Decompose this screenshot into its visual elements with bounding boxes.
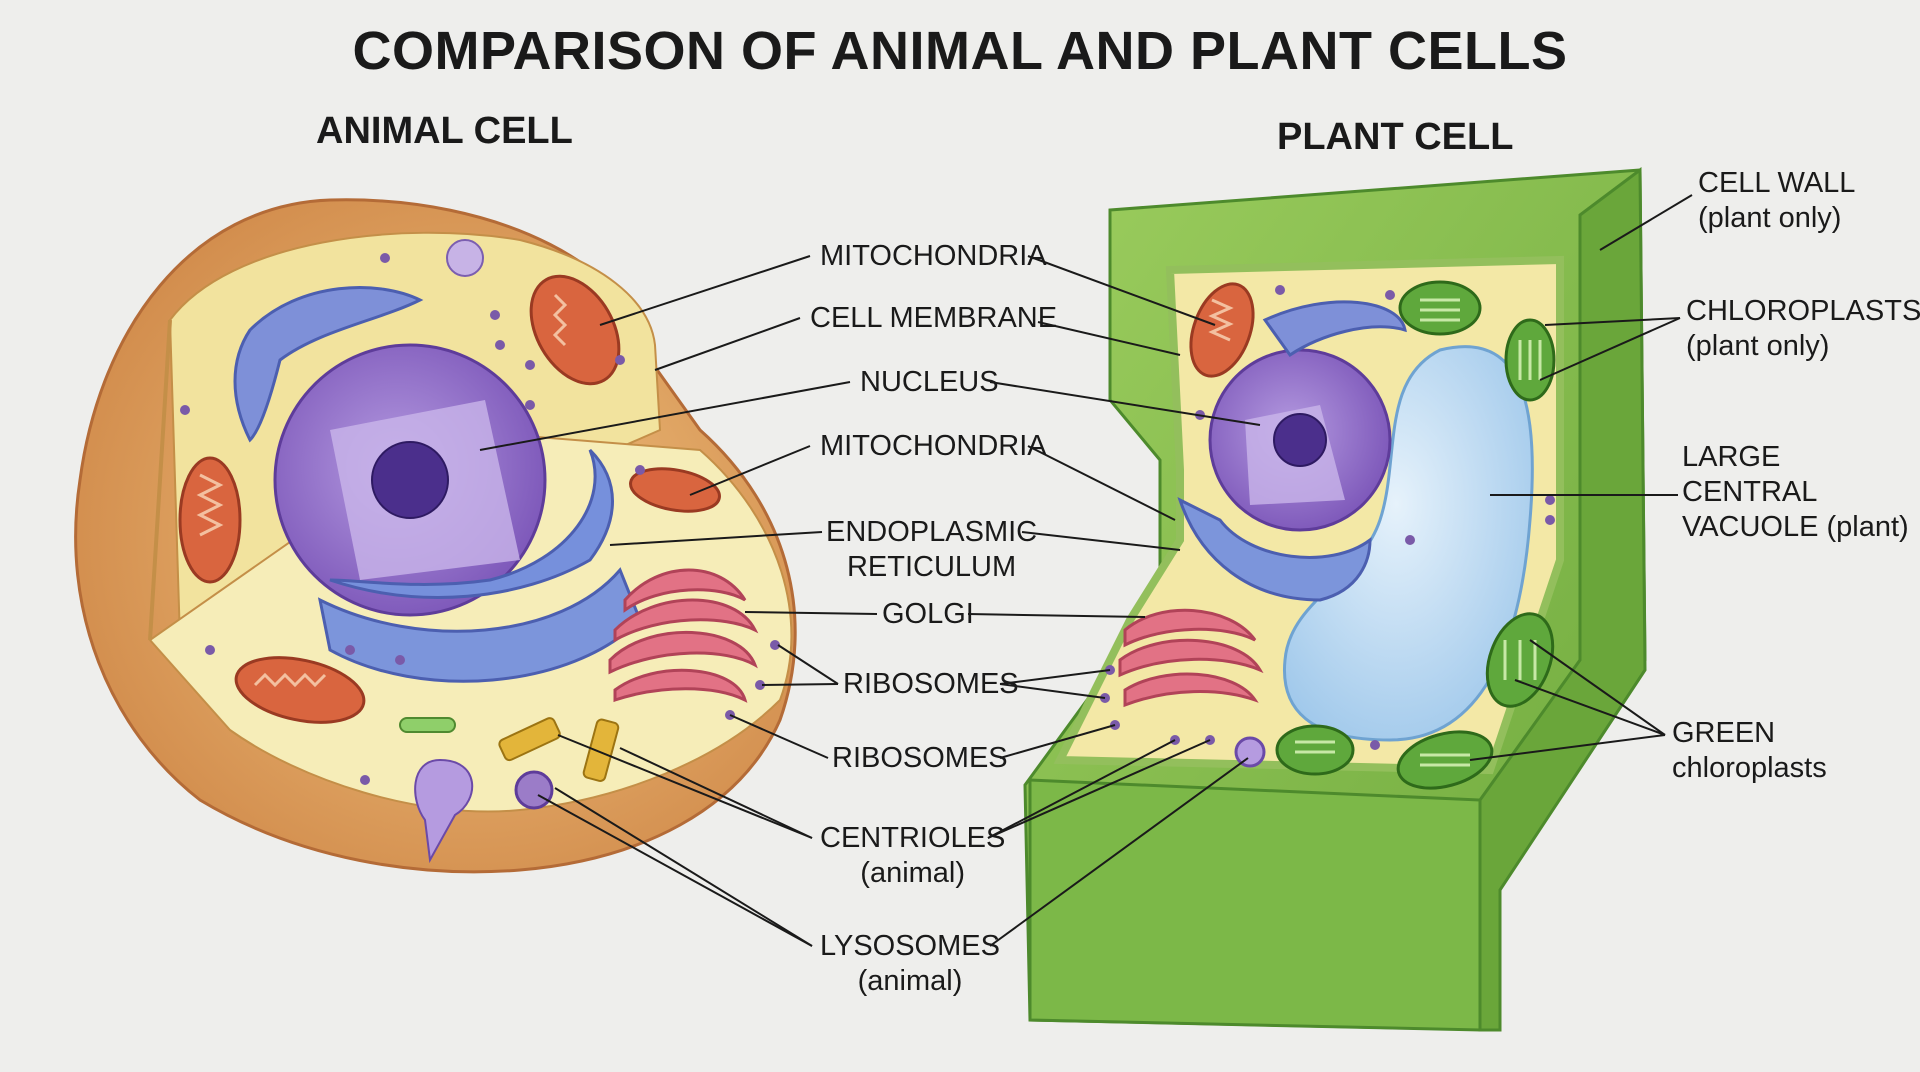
animal-golgi [608, 568, 759, 703]
plant-mitochondrion [1189, 282, 1255, 378]
plant-er-rough [1177, 497, 1372, 602]
leader-lines [479, 194, 1693, 947]
animal-mitochondrion-1 [529, 274, 621, 386]
plant-cell-heading: PLANT CELL [1277, 116, 1514, 158]
plant-nucleolus [1273, 413, 1327, 467]
label-central-vacuole: LARGE CENTRAL VACUOLE (plant) [1682, 440, 1909, 545]
animal-mitochondrion-4 [629, 467, 721, 513]
label-er-line1: ENDOPLASMIC [826, 516, 1038, 548]
label-endoplasmic-reticulum: ENDOPLASMIC RETICULUM [826, 515, 1037, 585]
plant-chloroplast-1 [1398, 280, 1482, 336]
animal-vesicle [414, 758, 474, 864]
label-mitochondria-top: MITOCHONDRIA [820, 240, 1047, 272]
page-title: COMPARISON OF ANIMAL AND PLANT CELLS [352, 21, 1568, 81]
animal-vacuole-small [446, 239, 484, 277]
label-vacuole-line3: VACUOLE (plant) [1682, 511, 1909, 543]
label-golgi: GOLGI [882, 598, 974, 630]
label-centrioles-line2: (animal) [860, 857, 966, 889]
label-chloroplasts-line2: (plant only) [1686, 330, 1830, 362]
label-green-line2: chloroplasts [1672, 752, 1827, 784]
animal-er-lower [329, 448, 614, 599]
label-green-chloroplasts: GREEN chloroplasts [1672, 716, 1827, 786]
label-er-line2: RETICULUM [846, 551, 1017, 583]
label-lysosomes-line2: (animal) [857, 965, 963, 997]
animal-small-rod [399, 717, 456, 733]
animal-er [233, 286, 424, 443]
label-ribosomes-1: RIBOSOMES [843, 668, 1019, 700]
plant-chloroplast-5 [1485, 612, 1555, 708]
label-centrioles-line1: CENTRIOLES [820, 822, 1006, 854]
plant-lysosome [1234, 736, 1266, 768]
plant-chloroplast-4 [1396, 730, 1494, 790]
animal-cell [74, 198, 797, 874]
animal-centriole-1 [498, 717, 561, 762]
plant-ribosome-dots [1100, 285, 1555, 750]
plant-wall-front [1028, 778, 1482, 1032]
animal-inner-rim [148, 319, 172, 641]
label-vacuole-line1: LARGE [1682, 441, 1781, 473]
label-vacuole-line2: CENTRAL [1682, 476, 1818, 508]
label-lysosomes-line1: LYSOSOMES [820, 930, 1000, 962]
label-nucleus: NUCLEUS [860, 366, 999, 398]
label-cell-wall-line2: (plant only) [1698, 202, 1842, 234]
plant-cell [1023, 167, 1647, 1032]
label-cell-membrane: CELL MEMBRANE [810, 302, 1058, 334]
animal-lysosome [514, 770, 554, 810]
label-cell-wall-line1: CELL WALL [1698, 167, 1856, 199]
label-mitochondria-middle: MITOCHONDRIA [820, 430, 1047, 462]
plant-er [1262, 300, 1407, 358]
label-chloroplasts-line1: CHLOROPLASTS [1686, 295, 1920, 327]
label-ribosomes-2: RIBOSOMES [832, 742, 1008, 774]
plant-golgi [1118, 608, 1264, 708]
animal-cell-heading: ANIMAL CELL [316, 110, 573, 152]
animal-mitochondrion-2 [178, 456, 242, 584]
animal-nucleolus [371, 441, 449, 519]
label-lysosomes: LYSOSOMES (animal) [820, 929, 1000, 999]
label-cell-wall: CELL WALL (plant only) [1698, 166, 1855, 236]
plant-chloroplast-3 [1275, 724, 1355, 776]
label-chloroplasts: CHLOROPLASTS (plant only) [1686, 294, 1920, 364]
label-green-line1: GREEN [1672, 717, 1776, 749]
animal-mitochondrion-3 [234, 656, 366, 724]
plant-wall-side [1478, 167, 1647, 1032]
plant-chloroplast-2 [1504, 318, 1556, 402]
label-centrioles: CENTRIOLES (animal) [820, 821, 1005, 891]
